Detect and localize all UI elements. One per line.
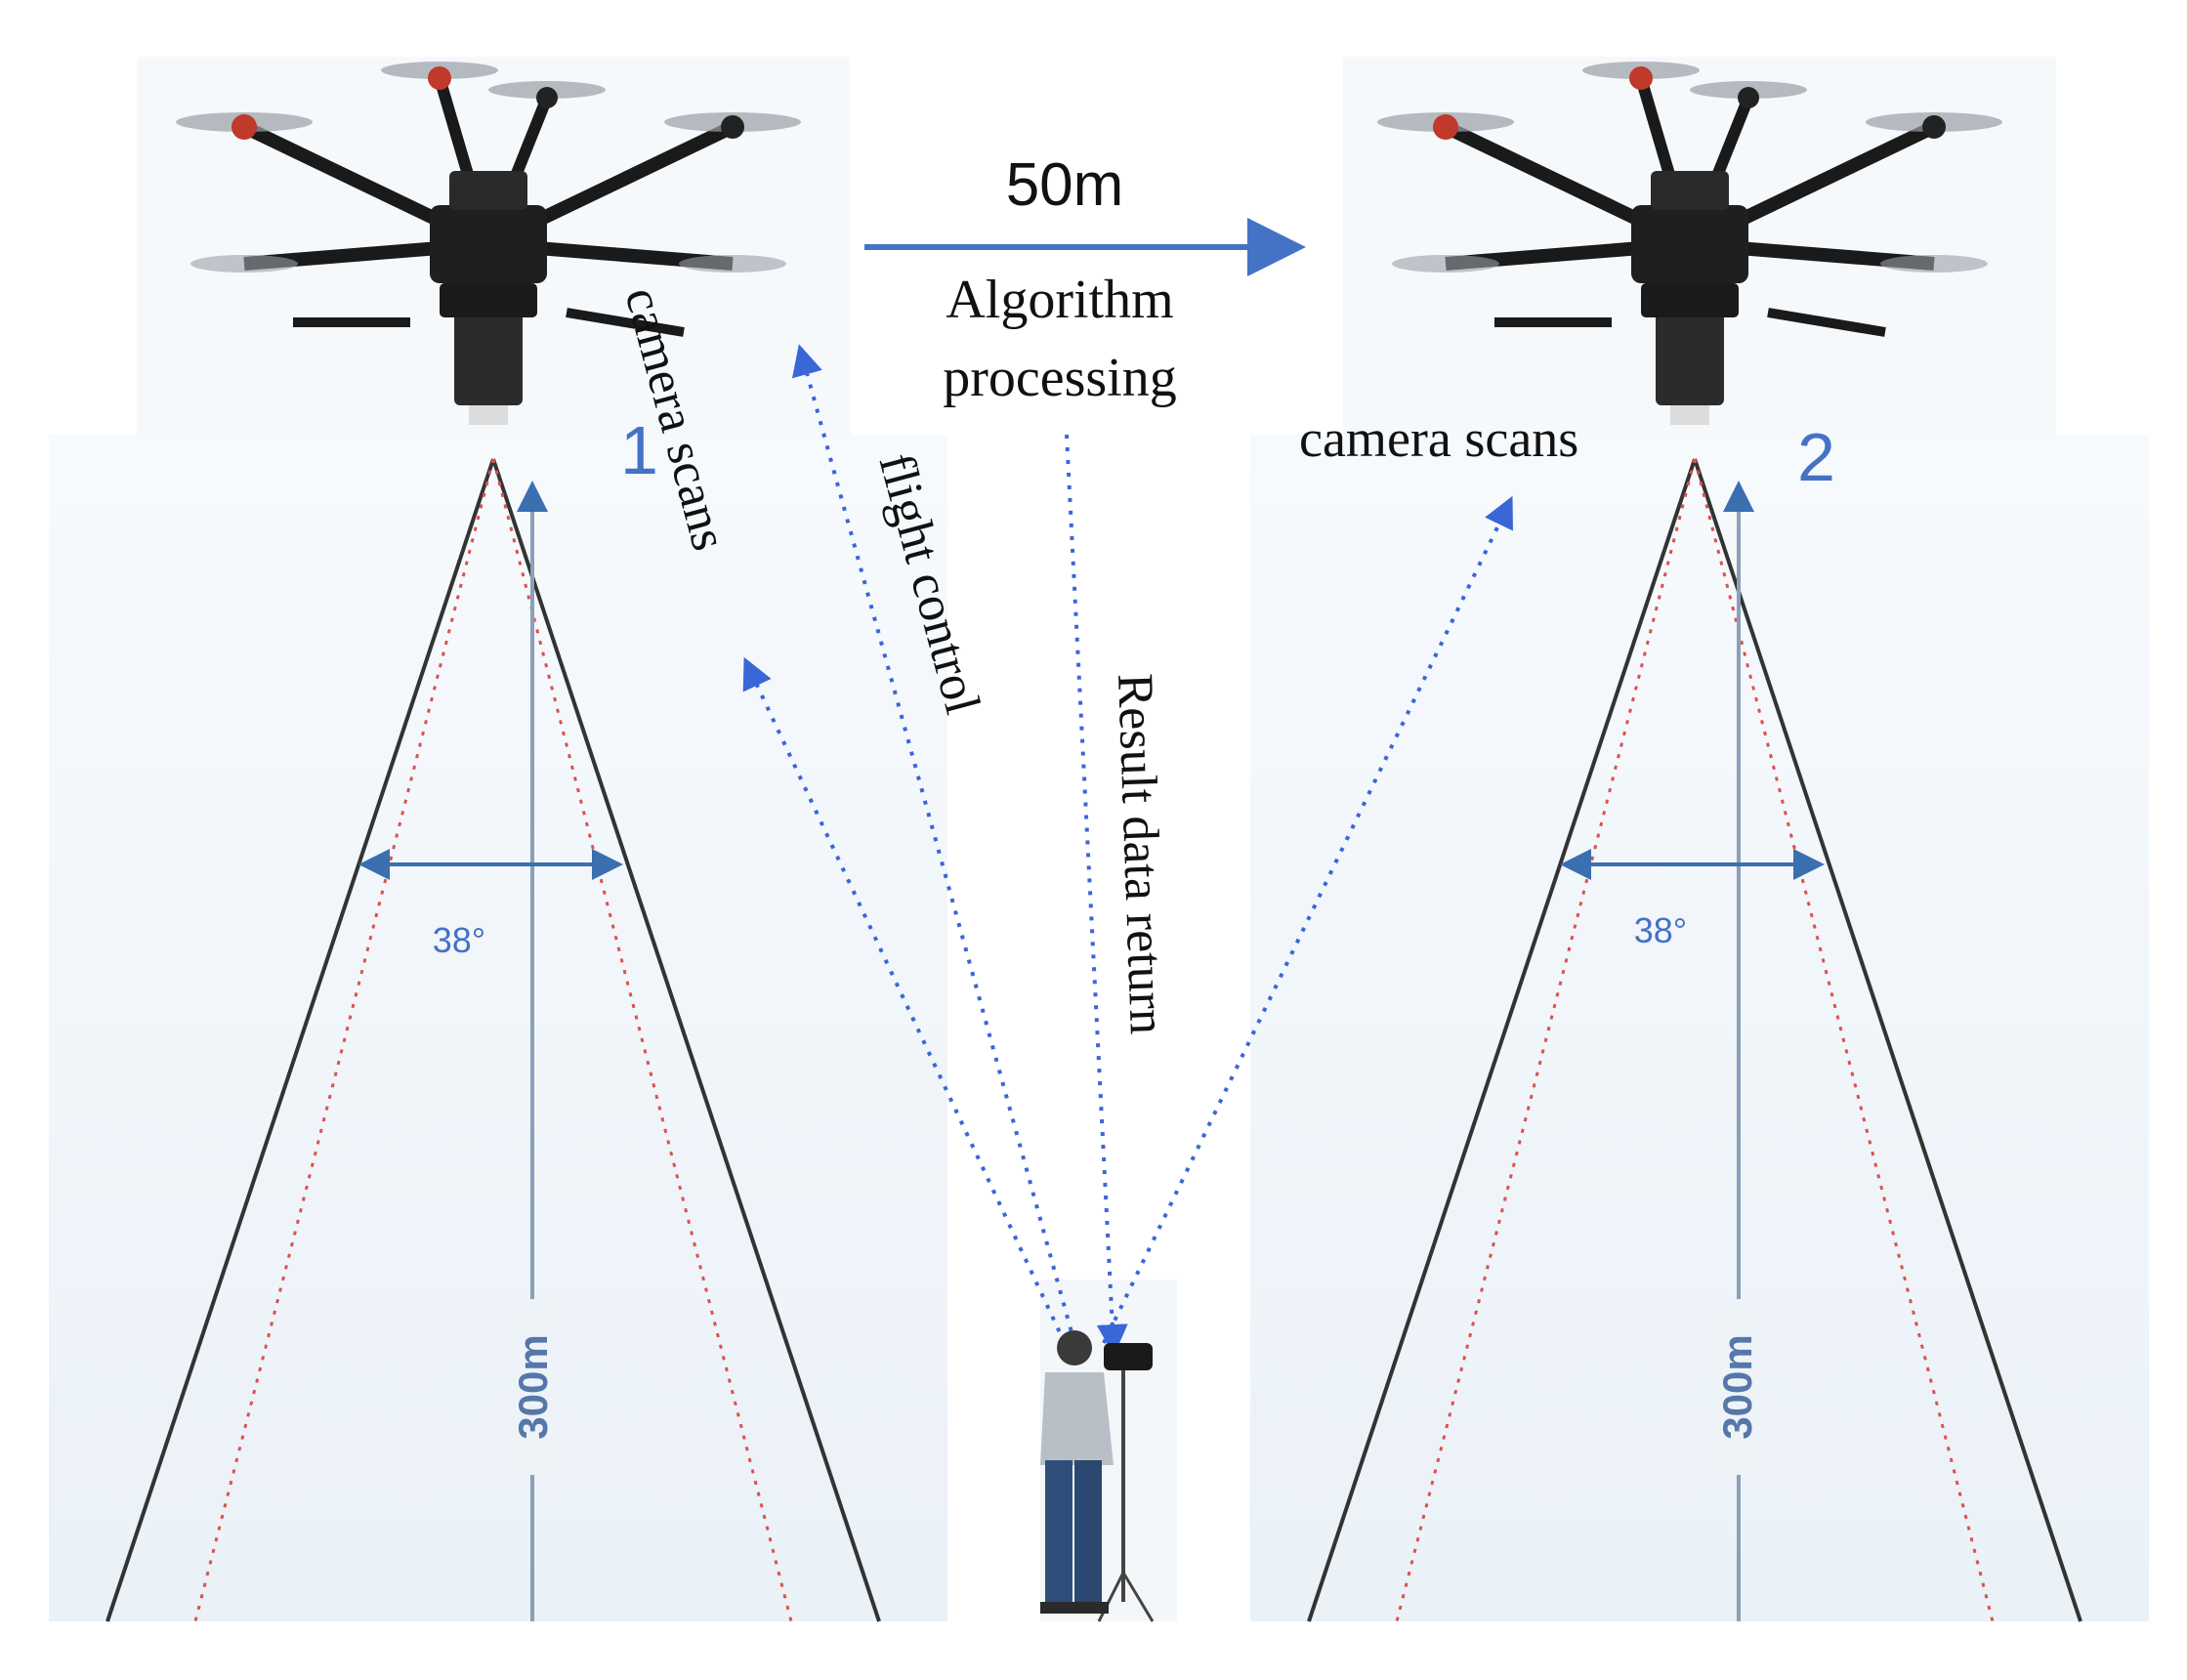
drone-icon <box>1377 62 2002 425</box>
link-camera-scans-right <box>1102 495 1513 1344</box>
algorithm-processing-line1: Algorithm <box>946 270 1173 330</box>
drone-number-2: 2 <box>1797 419 1835 495</box>
angle-label-right: 38° <box>1634 910 1687 950</box>
drone-icon <box>176 62 801 425</box>
link-camera-scans-left <box>742 656 1067 1344</box>
altitude-label-left: 300m <box>510 1334 556 1439</box>
camera-scans-label-right: camera scans <box>1299 409 1578 468</box>
result-data-return-label: Result data return <box>1107 672 1175 1034</box>
link-result-data-return <box>1065 434 1128 1356</box>
scan-cone-left: 38° 300m <box>105 458 881 1622</box>
distance-label: 50m <box>1006 151 1124 219</box>
altitude-label-right: 300m <box>1714 1334 1760 1439</box>
algorithm-processing-line2: processing <box>943 348 1177 408</box>
operator-person-icon <box>1040 1330 1155 1622</box>
angle-label-left: 38° <box>433 920 485 960</box>
communication-links <box>742 344 1513 1356</box>
scan-cone-right: 38° 300m <box>1307 458 2082 1622</box>
drone-number-1: 1 <box>620 412 658 488</box>
